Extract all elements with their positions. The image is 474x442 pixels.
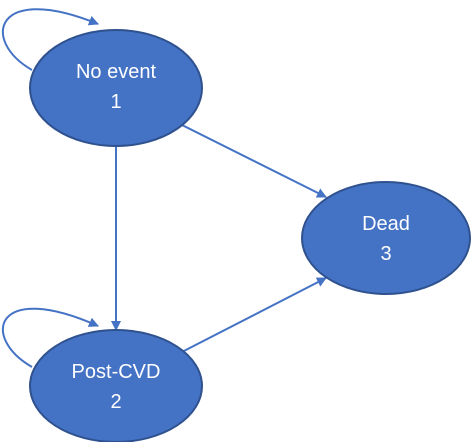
state-number-post-cvd: 2 <box>110 391 121 413</box>
state-number-dead: 3 <box>380 243 391 265</box>
state-label-dead: Dead <box>362 213 410 235</box>
self-loop-post-cvd <box>1 307 99 368</box>
transitions <box>1 8 327 368</box>
state-label-no-event: No event <box>76 61 156 83</box>
state-node-post-cvd: Post-CVD 2 <box>29 329 203 442</box>
state-ellipse-no-event <box>29 29 203 147</box>
state-label-post-cvd: Post-CVD <box>72 361 161 383</box>
self-loop-no-event <box>1 8 99 71</box>
state-node-no-event: No event 1 <box>29 29 203 147</box>
state-node-dead: Dead 3 <box>301 181 471 295</box>
state-number-no-event: 1 <box>110 91 121 113</box>
state-ellipse-dead <box>301 181 471 295</box>
state-ellipse-post-cvd <box>29 329 203 442</box>
arrow-no-event-to-dead <box>175 121 327 198</box>
arrow-post-cvd-to-dead <box>177 277 327 355</box>
